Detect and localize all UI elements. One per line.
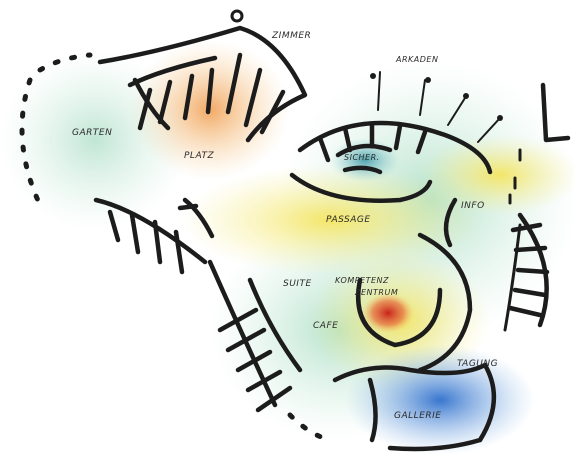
label-passage: PASSAGE xyxy=(326,215,371,225)
entry-yellow-wash xyxy=(420,135,573,215)
label-suite: SUITE xyxy=(283,279,312,289)
label-sicherheit: SICHER. xyxy=(344,153,380,162)
label-arkaden: ARKADEN xyxy=(395,55,438,64)
label-cafe: CAFE xyxy=(313,321,338,331)
label-info: INFO xyxy=(461,201,485,211)
label-zentrum: ZENTRUM xyxy=(354,288,398,297)
label-garten: GARTEN xyxy=(72,128,112,138)
label-platz: PLATZ xyxy=(184,151,214,161)
label-zimmer: ZIMMER xyxy=(271,31,311,41)
label-kompetenz: KOMPETENZ xyxy=(335,276,389,285)
label-gallerie: GALLERIE xyxy=(394,411,441,421)
label-tagung: TAGUNG xyxy=(457,359,498,369)
top-marker xyxy=(232,11,242,21)
